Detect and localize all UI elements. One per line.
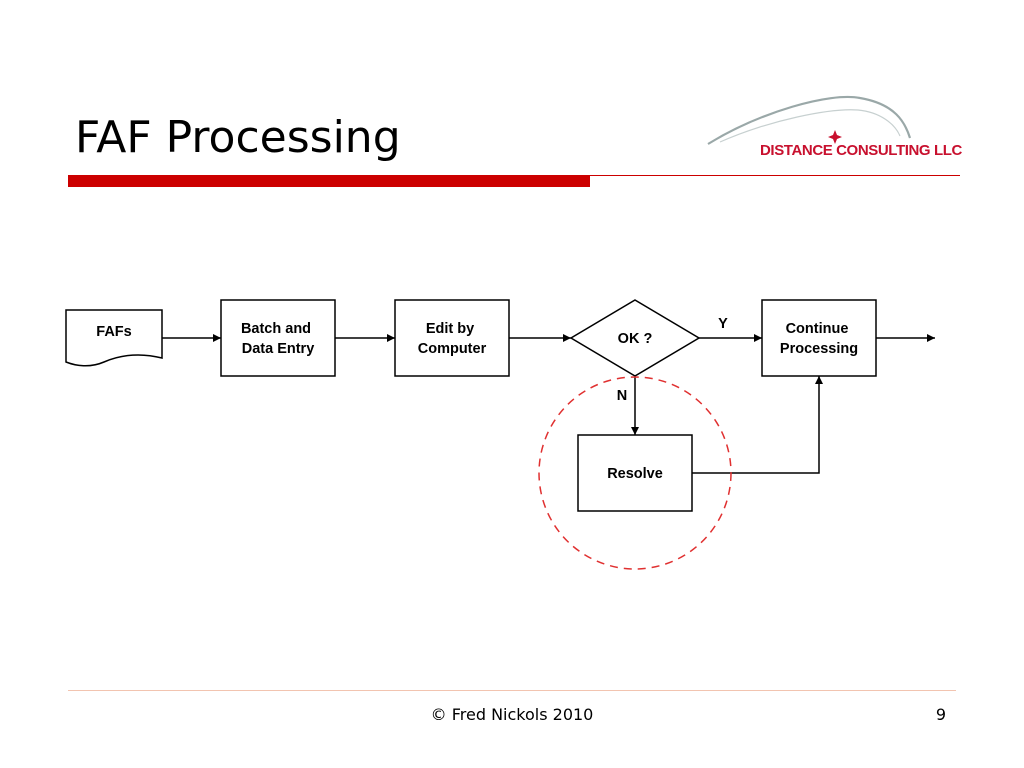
edit-label-line-1: Edit by (426, 321, 474, 337)
footer-copyright: © Fred Nickols 2010 (430, 705, 594, 724)
company-logo (707, 95, 912, 145)
edit-by-computer-box (394, 299, 510, 377)
ok-decision-label: OK ? (618, 331, 653, 347)
footer-rule (68, 690, 956, 691)
batch-data-entry-label: Batch and Data Entry (241, 321, 315, 357)
logo-swoosh-inner (719, 109, 901, 143)
continue-label-line-2: Processing (780, 341, 858, 357)
batch-data-entry-box (220, 299, 336, 377)
slide-title: FAF Processing (75, 112, 401, 163)
title-rule-thin (590, 175, 960, 176)
continue-processing-box (761, 299, 877, 377)
batch-label-line-1: Batch and (241, 321, 311, 337)
resolve-label: Resolve (607, 466, 663, 482)
continue-processing-label: Continue Processing (780, 321, 858, 357)
branch-no-label: N (617, 388, 627, 404)
branch-yes-label: Y (718, 316, 728, 332)
fafs-label: FAFs (96, 324, 131, 340)
page-number: 9 (935, 705, 946, 724)
edit-by-computer-label: Edit by Computer (418, 321, 487, 357)
batch-label-line-2: Data Entry (242, 341, 315, 357)
arrow-resolve-to-continue (692, 376, 823, 474)
continue-label-line-1: Continue (786, 321, 849, 337)
company-logo-text: DISTANCE CONSULTING LLC (760, 142, 962, 159)
logo-swoosh-outer (707, 95, 912, 145)
fafs-document-shape (65, 309, 163, 367)
resolve-highlight-circle (538, 376, 732, 570)
edit-label-line-2: Computer (418, 341, 487, 357)
resolve-box (577, 434, 693, 512)
title-rule-thick (68, 175, 590, 187)
logo-star-icon (828, 130, 842, 144)
